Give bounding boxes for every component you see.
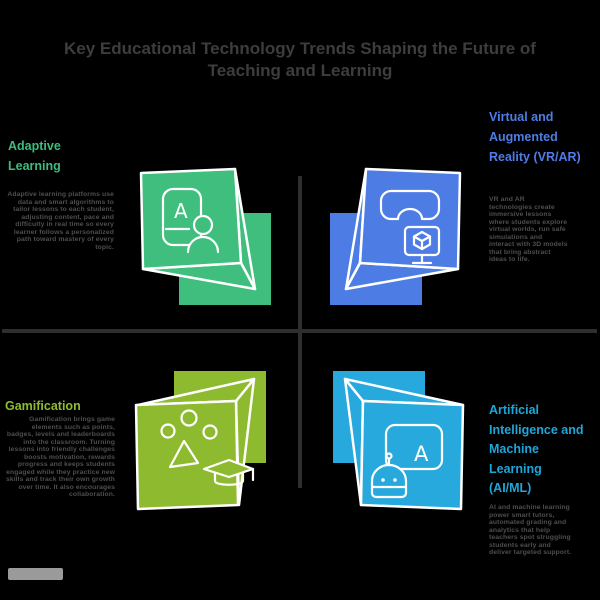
adaptive-learning-cube-icon: A	[139, 167, 271, 305]
person-dot-right	[202, 424, 218, 440]
robot-head	[370, 463, 408, 499]
letter-a-glyph: A	[414, 442, 429, 466]
gamification-cube-icon	[134, 371, 266, 511]
person-dot-top	[180, 409, 198, 427]
heading-vr-ar: Virtual and Augmented Reality (VR/AR)	[489, 110, 581, 164]
screen-outline	[384, 423, 444, 471]
cube-front-face	[139, 167, 243, 271]
body-ai-ml: AI and machine learning power smart tuto…	[489, 504, 572, 556]
group-graduation-cap-icon	[160, 409, 255, 486]
vr-headset-monitor-cube-icon	[379, 189, 441, 265]
letter-a-glyph: A	[174, 199, 188, 223]
person-head	[192, 214, 214, 236]
cube-3d-glyph-lines	[412, 235, 432, 251]
triangle-glyph	[168, 439, 200, 469]
page-title-line1: Key Educational Technology Trends Shapin…	[64, 39, 536, 58]
robot-antenna-ball	[385, 452, 393, 460]
card-letter-person-icon	[161, 187, 220, 254]
robot-screen-letter-icon	[370, 423, 444, 499]
page-title: Key Educational Technology Trends Shapin…	[0, 38, 600, 81]
heading-adaptive-learning: Adaptive Learning	[8, 139, 61, 173]
vertical-divider	[298, 176, 302, 488]
robot-eye-left	[381, 478, 385, 482]
ai-ml-cube-icon: A	[333, 371, 465, 511]
heading-gamification: Gamification	[5, 399, 81, 413]
body-vr-ar: VR and AR technologies create immersive …	[489, 196, 568, 263]
page-title-line2: Teaching and Learning	[207, 60, 393, 80]
robot-eye-right	[393, 478, 397, 482]
grad-cap-base	[213, 471, 245, 486]
body-gamification: Gamification brings game elements such a…	[5, 416, 115, 498]
monitor-stand	[411, 253, 433, 265]
person-shoulders	[186, 235, 220, 254]
body-adaptive-learning: Adaptive learning platforms use data and…	[7, 191, 114, 251]
person-dot-left	[160, 423, 176, 439]
cube-front-face	[134, 399, 240, 511]
vr-goggles	[379, 189, 441, 221]
heading-ai-ml: Artificial Intelligence and Machine Lear…	[489, 403, 584, 495]
watermark-logo	[8, 568, 63, 580]
vr-ar-cube-icon	[330, 167, 462, 305]
